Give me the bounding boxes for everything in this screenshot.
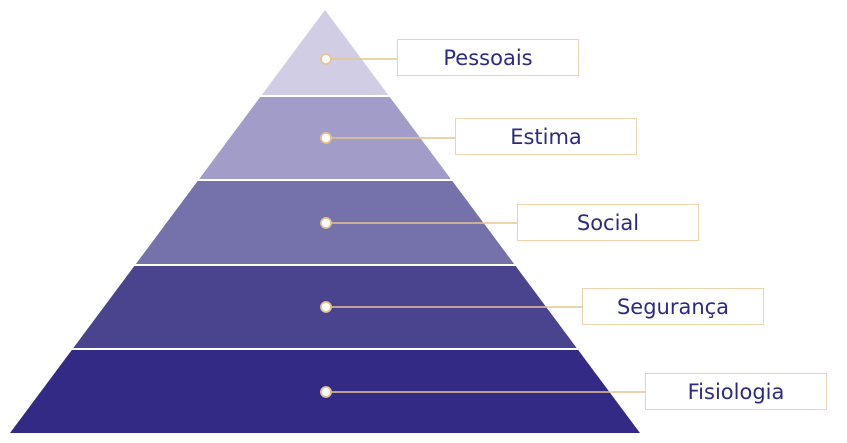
connector-dot xyxy=(320,217,332,229)
level-label-seguranca: Segurança xyxy=(582,288,764,325)
connector-dot xyxy=(320,132,332,144)
connector-dot xyxy=(320,53,332,65)
level-label-estima: Estima xyxy=(455,118,637,155)
level-label-pessoais: Pessoais xyxy=(397,39,579,76)
connector-dot xyxy=(320,301,332,313)
pyramid-level-1 xyxy=(261,10,389,95)
level-label-social: Social xyxy=(517,204,699,241)
connector-dot xyxy=(320,386,332,398)
level-label-fisiologia: Fisiologia xyxy=(645,373,827,410)
